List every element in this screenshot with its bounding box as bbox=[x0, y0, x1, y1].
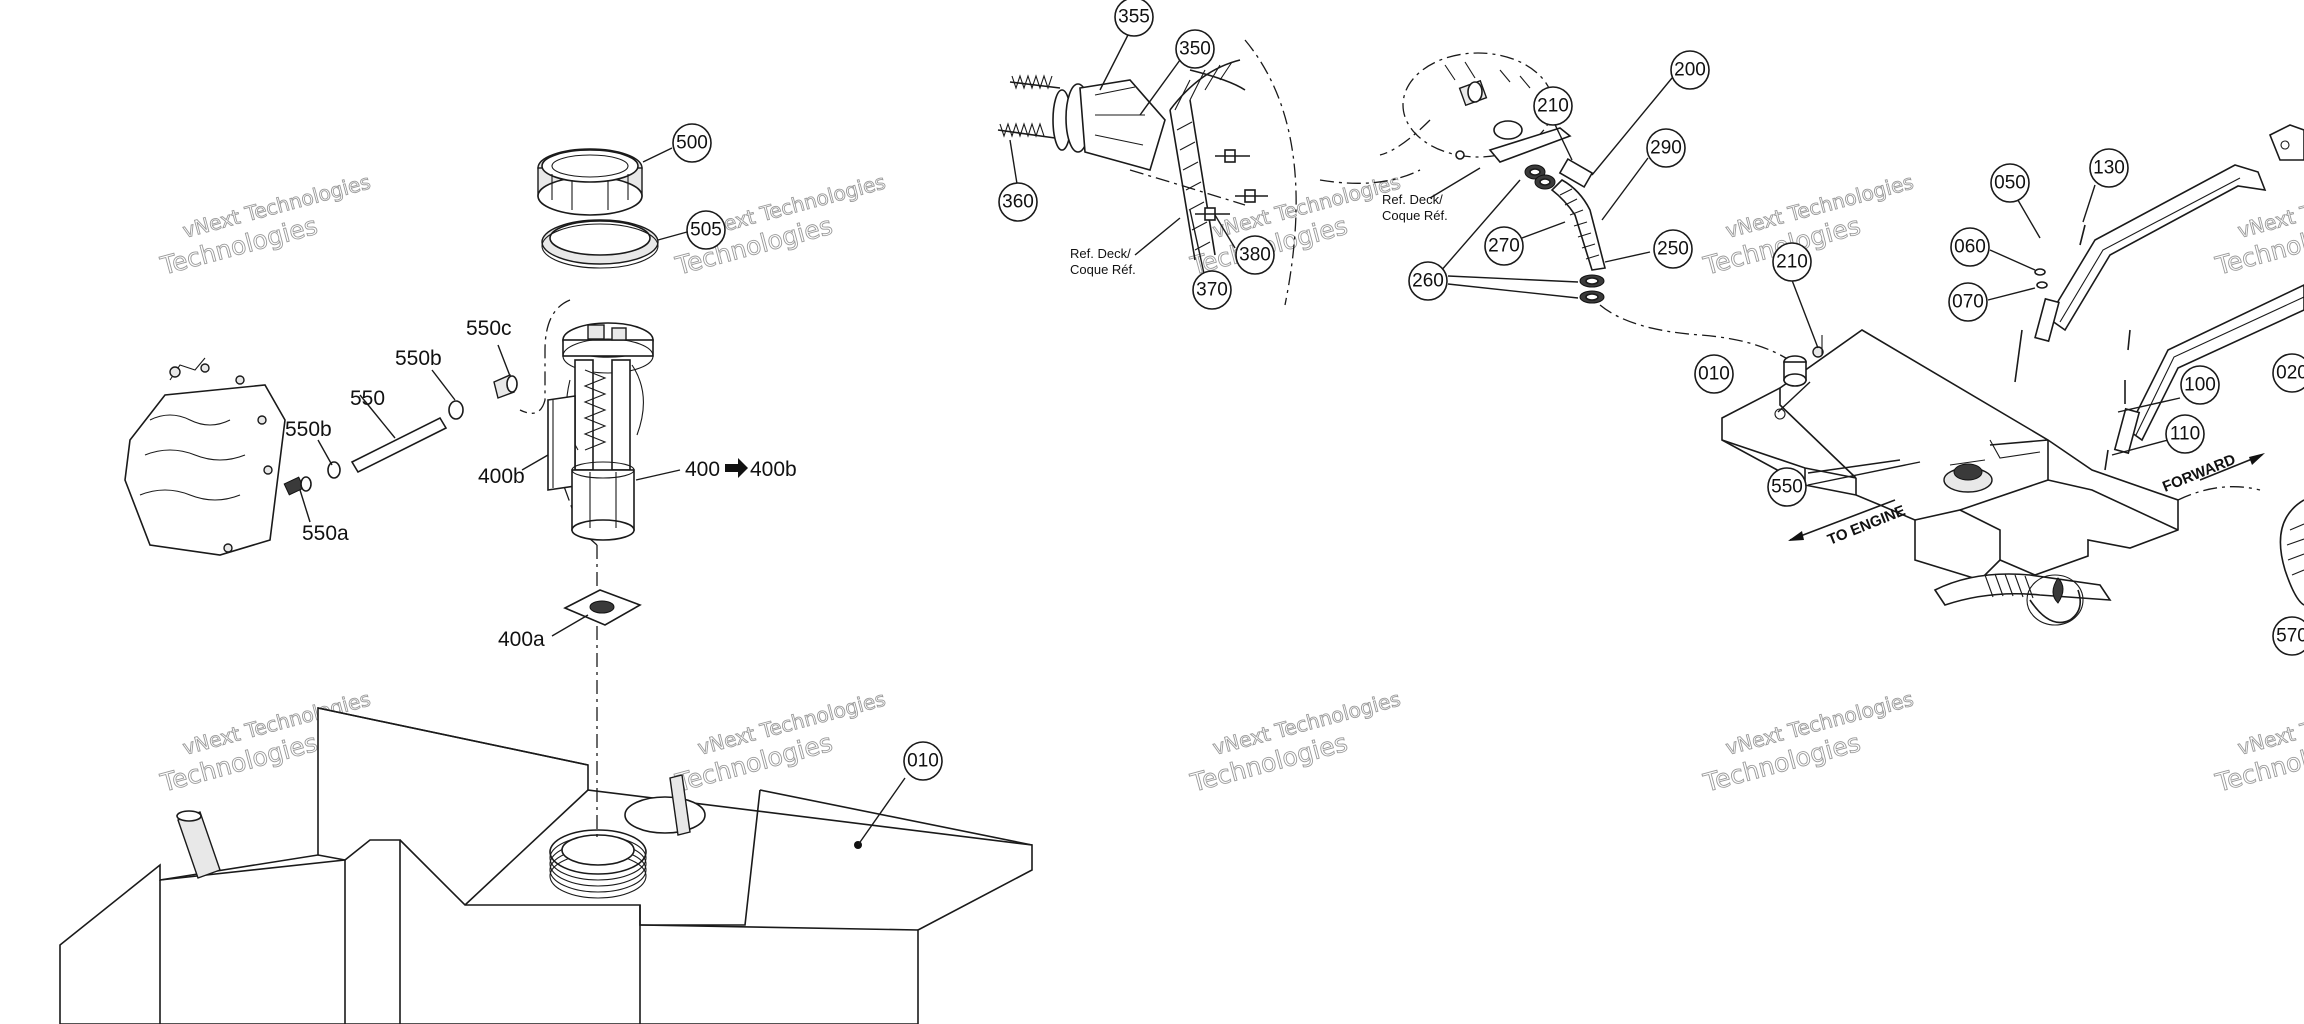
label-400: 400 bbox=[685, 458, 720, 481]
callout-550: 550 bbox=[1767, 467, 1807, 507]
callout-570: 570 bbox=[2272, 616, 2304, 656]
svg-text:070: 070 bbox=[1952, 292, 1984, 313]
label-550b: 550b bbox=[395, 347, 442, 370]
callout-050: 050 bbox=[1990, 163, 2030, 203]
callout-500: 500 bbox=[672, 123, 712, 163]
fuel-pump-module-400 bbox=[547, 322, 654, 541]
ref-deck-label: Ref. Deck/ bbox=[1070, 246, 1131, 261]
callout-010: 010 bbox=[1694, 354, 1734, 394]
callout-380: 380 bbox=[1235, 235, 1275, 275]
tank-assembly-right bbox=[1721, 329, 2179, 626]
ref-deck-label: Coque Réf. bbox=[1070, 262, 1136, 277]
svg-text:010: 010 bbox=[907, 751, 939, 772]
label-400b: 400b bbox=[750, 458, 797, 481]
svg-text:360: 360 bbox=[1002, 192, 1034, 213]
label-550: 550 bbox=[350, 387, 385, 410]
svg-text:500: 500 bbox=[676, 133, 708, 154]
watermark: vNext Technologies Technologies bbox=[156, 169, 373, 281]
callout-250: 250 bbox=[1653, 229, 1693, 269]
tank-filler-neck bbox=[176, 810, 221, 879]
fitting-550a bbox=[283, 476, 312, 496]
svg-text:250: 250 bbox=[1657, 239, 1689, 260]
svg-text:010: 010 bbox=[1698, 364, 1730, 385]
seal-505 bbox=[541, 219, 659, 269]
right-edge-part bbox=[2279, 499, 2304, 606]
bracket-top-right bbox=[2268, 124, 2304, 161]
callout-260: 260 bbox=[1408, 261, 1448, 301]
filler-flange-drawing bbox=[997, 59, 1268, 261]
svg-text:260: 260 bbox=[1412, 271, 1444, 292]
label-550c: 550c bbox=[466, 317, 512, 340]
filter-sock-400a bbox=[563, 589, 642, 626]
callout-110: 110 bbox=[2165, 414, 2205, 454]
callout-350: 350 bbox=[1175, 29, 1215, 69]
callout-060: 060 bbox=[1950, 227, 1990, 267]
callout-020: 020 bbox=[2272, 353, 2304, 393]
svg-text:350: 350 bbox=[1179, 39, 1211, 60]
svg-text:210: 210 bbox=[1776, 252, 1808, 273]
fuel-rail-assembly bbox=[124, 357, 518, 556]
watermark: vNext Technologies Technologies bbox=[1186, 686, 1403, 798]
forward-label: FORWARD bbox=[2160, 451, 2238, 496]
fitting-550c bbox=[493, 374, 518, 399]
svg-text:380: 380 bbox=[1239, 245, 1271, 266]
svg-text:100: 100 bbox=[2184, 375, 2216, 396]
callout-200: 200 bbox=[1670, 50, 1710, 90]
ref-deck-label: Coque Réf. bbox=[1382, 208, 1448, 223]
label-550b: 550b bbox=[285, 418, 332, 441]
callout-270: 270 bbox=[1484, 226, 1524, 266]
bracket-130-assembly bbox=[2014, 164, 2267, 383]
svg-text:060: 060 bbox=[1954, 237, 1986, 258]
ref-deck-label: Ref. Deck/ bbox=[1382, 192, 1443, 207]
callout-360: 360 bbox=[998, 182, 1038, 222]
callout-290: 290 bbox=[1646, 128, 1686, 168]
svg-text:050: 050 bbox=[1994, 173, 2026, 194]
svg-text:270: 270 bbox=[1488, 236, 1520, 257]
watermark: vNext Technologies Technologies bbox=[671, 686, 888, 798]
filler-neck-drawing bbox=[1402, 52, 1606, 304]
clamp-550b-lower bbox=[327, 461, 341, 479]
callout-070: 070 bbox=[1948, 282, 1988, 322]
tank-pump-opening bbox=[549, 829, 647, 899]
svg-text:210: 210 bbox=[1537, 96, 1569, 117]
svg-text:020: 020 bbox=[2276, 363, 2304, 384]
callout-355: 355 bbox=[1114, 0, 1154, 37]
to-engine-label: TO ENGINE bbox=[1825, 502, 1908, 549]
fuel-tank-drawing bbox=[59, 707, 1033, 1024]
label-400b: 400b bbox=[478, 465, 525, 488]
callout-210: 210 bbox=[1533, 86, 1573, 126]
callout-505: 505 bbox=[686, 210, 726, 250]
svg-text:290: 290 bbox=[1650, 138, 1682, 159]
arrow-right-icon bbox=[725, 458, 748, 478]
clamp-550b-upper bbox=[448, 400, 464, 420]
hose-550 bbox=[350, 416, 448, 474]
watermark: vNext Technologies Technologies bbox=[1699, 686, 1916, 798]
watermark: vNext Technologies Technologies bbox=[2211, 686, 2304, 798]
label-550a: 550a bbox=[302, 522, 349, 545]
svg-text:355: 355 bbox=[1118, 7, 1150, 28]
svg-text:370: 370 bbox=[1196, 280, 1228, 301]
svg-text:130: 130 bbox=[2093, 158, 2125, 179]
label-400a: 400a bbox=[498, 628, 545, 651]
bracket-020-assembly bbox=[2104, 284, 2304, 471]
left-leaders bbox=[299, 147, 906, 846]
lock-ring-500 bbox=[537, 148, 643, 216]
svg-text:110: 110 bbox=[2170, 424, 2200, 445]
svg-text:505: 505 bbox=[690, 220, 722, 241]
callout-210: 210 bbox=[1772, 242, 1812, 282]
callout-130: 130 bbox=[2089, 148, 2129, 188]
svg-text:570: 570 bbox=[2276, 626, 2304, 647]
to-engine-arrow: TO ENGINE bbox=[1788, 499, 1908, 549]
callout-010: 010 bbox=[903, 741, 943, 781]
svg-text:200: 200 bbox=[1674, 60, 1706, 81]
callout-100: 100 bbox=[2180, 365, 2220, 405]
svg-text:550: 550 bbox=[1771, 477, 1803, 498]
callout-370: 370 bbox=[1192, 270, 1232, 310]
